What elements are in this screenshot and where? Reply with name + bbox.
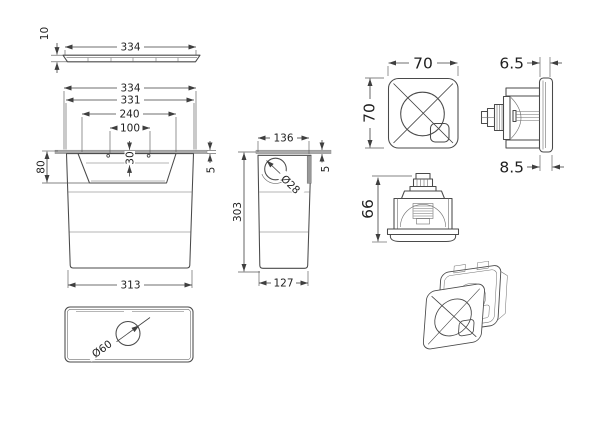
dimension-plate-thickness: 10 <box>39 27 67 73</box>
valve-base-pad <box>389 233 457 243</box>
button-circle <box>400 91 445 137</box>
dim-label-button-front-depth: 6.5 <box>499 55 524 73</box>
housing-top-arm <box>505 87 541 97</box>
inlet-hole <box>264 157 287 181</box>
dim-label-plate-thickness: 10 <box>39 27 51 40</box>
cistern-plan-outline <box>64 306 194 363</box>
dim-label-hole-spacing: 100 <box>120 123 140 135</box>
dim-label-front-flange: 5 <box>206 167 218 174</box>
flush-button-front-view: 70 70 <box>361 55 459 149</box>
isometric-button-circle <box>434 298 472 337</box>
dimension-side-flange-thickness: 5 <box>319 140 332 173</box>
dim-label-recess-width: 240 <box>119 109 139 121</box>
fixing-hole-right <box>146 154 151 158</box>
plate-top-view: 334 10 <box>39 27 201 73</box>
dim-label-button-width: 70 <box>413 55 433 73</box>
dimension-side-bottom-depth: 127 <box>258 271 309 290</box>
dim-label-front-body-width: 331 <box>120 95 140 107</box>
dimension-hole-spacing: 100 <box>109 123 151 153</box>
button-plate-edge <box>538 77 554 153</box>
dimension-button-total-depth: 8.5 <box>499 155 564 177</box>
dimension-button-front-depth: 6.5 <box>499 55 562 77</box>
valve-stem-cap <box>415 172 431 180</box>
dimension-side-height: 303 <box>232 151 260 273</box>
flush-button-side-view: 6.5 8.5 <box>480 55 564 177</box>
isometric-small-square <box>458 319 475 337</box>
dimension-button-height: 70 <box>361 77 384 149</box>
dim-label-side-height: 303 <box>232 202 244 222</box>
dimension-front-flange-thickness: 5 <box>206 141 218 173</box>
cistern-front-view: 334 331 240 100 30 <box>36 83 218 292</box>
dimension-front-overall-width: 334 <box>63 83 197 150</box>
cistern-side-view: Ø28 136 303 5 127 <box>232 133 332 290</box>
dim-label-side-flange: 5 <box>320 166 332 173</box>
dim-label-bottom-width: 313 <box>120 280 140 292</box>
dimension-side-top-depth: 136 <box>257 133 310 154</box>
wall-flange-side <box>255 149 332 154</box>
dim-label-recess-depth: 30 <box>125 151 137 164</box>
dimension-recess-height: 80 <box>36 150 90 184</box>
housing-bottom-arm <box>505 139 541 149</box>
dim-label-button-height: 70 <box>361 103 379 123</box>
dimension-valve-height: 66 <box>359 175 412 243</box>
housing-left-face <box>502 95 511 141</box>
dimension-plate-width: 334 <box>64 42 197 55</box>
dimension-bottom-width: 313 <box>67 270 193 292</box>
small-button-square <box>429 122 450 143</box>
dim-label-front-overall-width: 334 <box>120 83 140 95</box>
dimension-button-width: 70 <box>387 55 459 76</box>
plan-access-hole <box>115 320 141 347</box>
dim-label-side-bottom-depth: 127 <box>273 278 293 290</box>
fixing-hole-left <box>106 154 110 158</box>
dim-label-button-total-depth: 8.5 <box>499 159 524 177</box>
side-fixing-tab <box>306 155 312 184</box>
dimension-recess-depth: 30 <box>124 141 137 177</box>
dim-label-side-top-depth: 136 <box>273 133 293 145</box>
isometric-plate <box>422 283 485 350</box>
valve-base-plate <box>386 228 460 236</box>
dim-label-recess-height: 80 <box>36 160 48 173</box>
cistern-plan-view: Ø60 <box>64 306 194 363</box>
dimension-recess-width: 240 <box>81 109 177 152</box>
isometric-view <box>422 260 508 350</box>
dim-label-valve-height: 66 <box>359 199 377 219</box>
dim-label-plate-width: 334 <box>120 42 140 54</box>
valve-side-view: 66 <box>359 172 460 243</box>
dimension-front-body-width: 331 <box>65 95 195 150</box>
